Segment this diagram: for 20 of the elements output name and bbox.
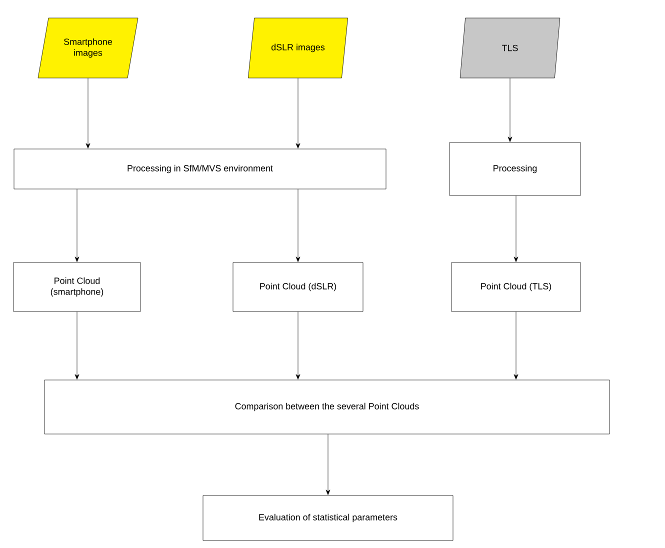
arrow <box>514 312 518 380</box>
input-parallelogram: dSLR images <box>248 18 348 78</box>
arrow <box>86 78 90 148</box>
arrow <box>74 312 80 380</box>
arrow <box>514 196 518 262</box>
input-parallelogram: TLS <box>460 18 560 78</box>
arrow <box>296 78 300 148</box>
process-box: Processing <box>449 142 581 196</box>
arrow <box>326 434 330 495</box>
process-box: Evaluation of statistical parameters <box>202 495 454 541</box>
arrow <box>296 189 300 262</box>
process-box: Point Cloud (TLS) <box>451 262 581 312</box>
process-box: Point Cloud (dSLR) <box>232 262 364 312</box>
arrow <box>74 189 80 262</box>
process-box: Comparison between the several Point Clouds <box>44 380 610 434</box>
input-parallelogram: Smartphone images <box>38 18 138 78</box>
process-box: Point Cloud (smartphone) <box>13 262 141 312</box>
arrow <box>508 78 512 142</box>
arrow <box>296 312 300 380</box>
process-box: Processing in SfM/MVS environment <box>14 148 386 190</box>
